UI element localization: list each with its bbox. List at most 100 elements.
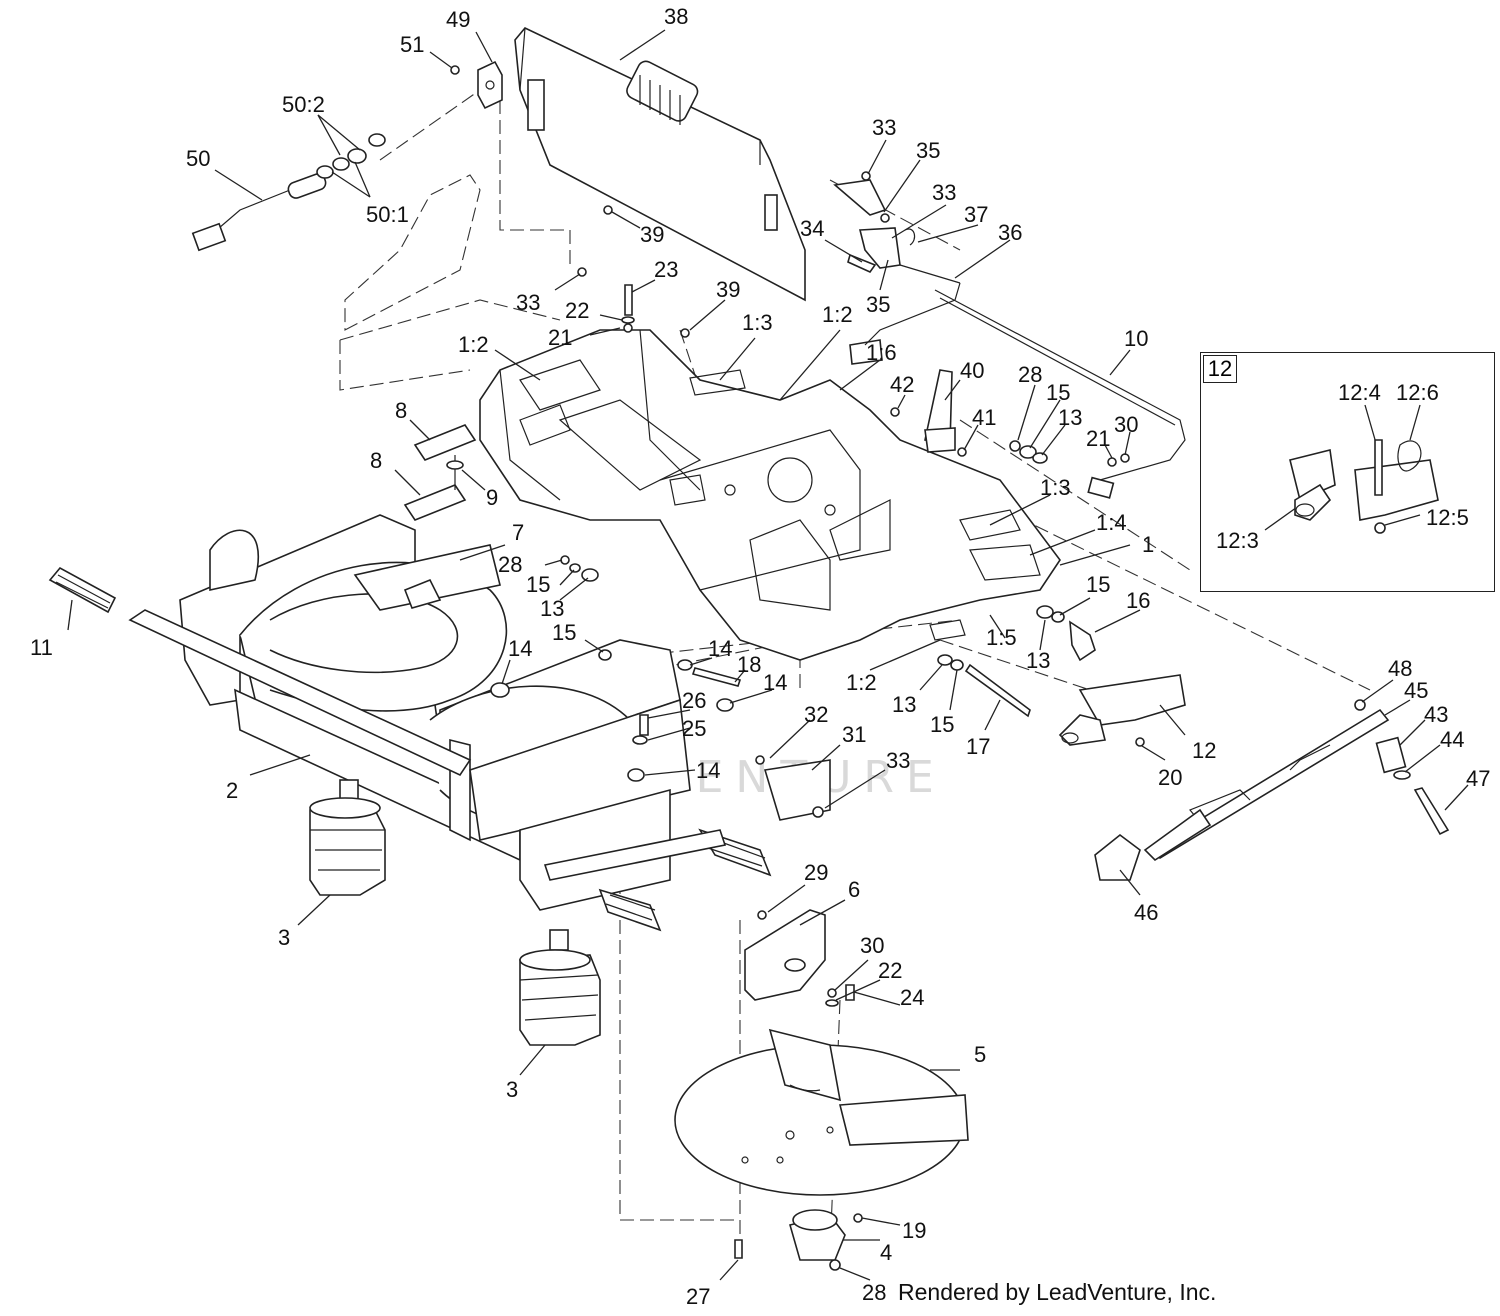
callout-15-mid: 15 [552,620,576,645]
hub-4 [734,1209,863,1271]
disk-5 [674,1028,969,1196]
callout-1-6: 1:6 [866,340,897,365]
callout-3-center: 3 [506,1077,518,1102]
callout-7: 7 [512,520,524,545]
rear-hood-38 [514,27,806,302]
callout-22-top: 22 [565,298,589,323]
callout-16: 16 [1126,588,1150,613]
callout-39-deck: 39 [716,277,740,302]
callout-6: 6 [848,877,860,902]
inset-label: 12 [1203,355,1237,383]
latch-assembly [577,171,916,365]
bracket-6 [744,909,826,1001]
decal-panel [344,174,481,331]
washers-center [490,555,742,782]
callout-13-right: 13 [1058,405,1082,430]
callout-1-2-bottom: 1:2 [846,670,877,695]
rod-10 [864,264,1186,499]
callout-35-lower: 35 [866,292,890,317]
callout-18: 18 [737,652,761,677]
motor-3-left [309,779,386,896]
hardware-right [1009,440,1130,467]
callout-1-2-left: 1:2 [458,332,489,357]
callout-27: 27 [686,1284,710,1309]
callout-10: 10 [1124,326,1148,351]
motor-3-center [519,929,601,1046]
callout-15-lower-right: 15 [1086,572,1110,597]
callout-25: 25 [682,716,706,741]
callout-19: 19 [902,1218,926,1243]
callout-14-left: 14 [508,636,532,661]
callout-33-latch-b: 33 [932,180,956,205]
callout-41: 41 [972,405,996,430]
callout-3-left: 3 [278,925,290,950]
handle-40 [890,369,967,457]
callout-9: 9 [486,485,498,510]
bracket-49 [450,60,503,110]
callout-8-lower: 8 [370,448,382,473]
callout-26: 26 [682,688,706,713]
callout-39-hood: 39 [640,222,664,247]
callout-1-4: 1:4 [1096,510,1127,535]
callout-34: 34 [800,216,824,241]
callout-17: 17 [966,734,990,759]
callout-23: 23 [654,257,678,282]
callout-13-center: 13 [540,596,564,621]
callout-44: 44 [1440,727,1464,752]
callout-37: 37 [964,202,988,227]
callout-13-lower-right: 13 [1026,648,1050,673]
callout-1-3-right: 1:3 [1040,475,1071,500]
cable-45 [1094,699,1450,881]
callout-14-mid: 14 [708,636,732,661]
leader-lines [67,29,1469,1281]
callout-40: 40 [960,358,984,383]
bracket-31 [755,755,831,821]
callout-22-bottom: 22 [878,958,902,983]
callout-8-upper: 8 [395,398,407,423]
plates-8-9 [403,424,477,521]
callout-42: 42 [890,372,914,397]
callout-14-right: 14 [763,670,787,695]
callout-36: 36 [998,220,1022,245]
callout-5: 5 [974,1042,986,1067]
callout-21-top: 21 [548,325,572,350]
bolts-top [621,284,690,338]
sensor-50 [191,133,386,252]
callout-33-latch: 33 [872,115,896,140]
callout-33-left: 33 [516,290,540,315]
callout-1: 1 [1142,532,1154,557]
inset-12-hinge [1289,439,1439,534]
callout-12: 12 [1192,738,1216,763]
callout-12-4: 12:4 [1338,380,1381,405]
callout-12-5: 12:5 [1426,505,1469,530]
splined-shafts [543,828,772,932]
callout-43: 43 [1424,702,1448,727]
callout-30-bottom: 30 [860,933,884,958]
callout-28-bottom: 28 [862,1280,886,1305]
callout-13-bottom: 13 [892,692,916,717]
callout-1-3-top: 1:3 [742,310,773,335]
callout-32: 32 [804,702,828,727]
rod-17 [937,605,1096,718]
callout-24: 24 [900,985,924,1010]
callout-28-right: 28 [1018,362,1042,387]
callout-49: 49 [446,7,470,32]
callout-20: 20 [1158,765,1182,790]
callout-2: 2 [226,778,238,803]
callout-15-right: 15 [1046,380,1070,405]
callout-14-lower: 14 [696,758,720,783]
callout-50-2: 50:2 [282,92,325,117]
callout-46: 46 [1134,900,1158,925]
shaft-11 [48,566,472,777]
callout-50: 50 [186,146,210,171]
callout-48: 48 [1388,656,1412,681]
inset-frame [1200,352,1495,592]
callout-30-right: 30 [1114,412,1138,437]
render-credit: Rendered by LeadVenture, Inc. [898,1279,1217,1305]
callout-35-upper: 35 [916,138,940,163]
callout-1-2-top: 1:2 [822,302,853,327]
callout-38: 38 [664,4,688,29]
deck-housing-1 [479,329,1061,661]
callout-12-3: 12:3 [1216,528,1259,553]
